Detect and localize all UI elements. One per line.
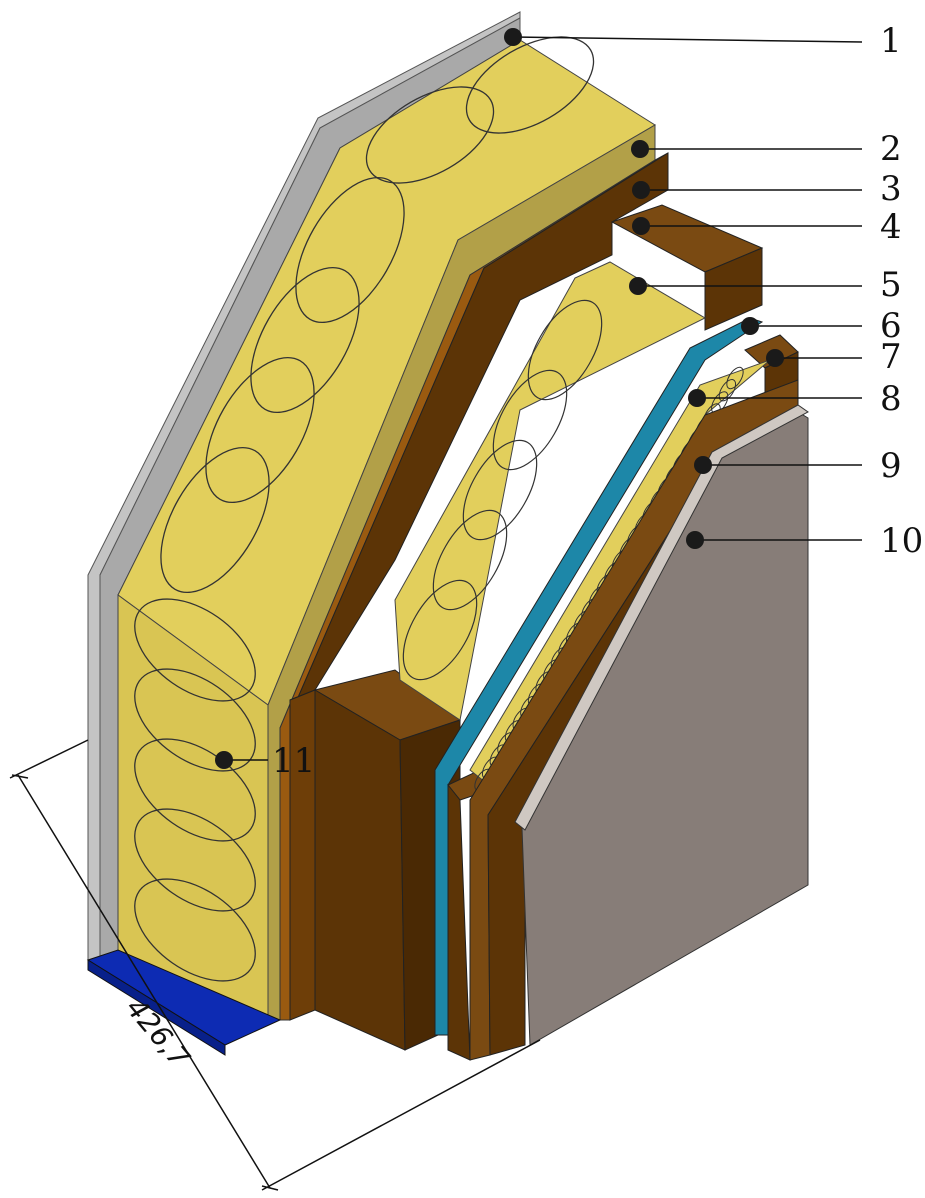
callout-number: 8 [880,379,902,419]
callout-4: 4 [632,207,902,247]
callout-3: 3 [632,169,902,209]
callout-10: 10 [686,521,923,561]
coil-loop [718,379,737,402]
callout-dot [766,349,784,367]
callout-dot [504,28,522,46]
callout-leader-line [512,36,863,43]
layer-vapour-barrier [434,317,764,1036]
callout-dot [694,456,712,474]
callout-number: 9 [880,446,902,486]
callout-dot [631,140,649,158]
callout-number: 3 [880,169,902,209]
callout-dot [688,389,706,407]
callout-number: 2 [880,129,902,169]
callout-8: 8 [688,379,902,419]
callout-dot [741,317,759,335]
callout-dot [215,751,233,769]
coil-loop [726,366,744,390]
callout-number: 4 [880,207,902,247]
layer-base-plate [86,949,282,1056]
callout-number: 6 [880,306,902,346]
callout-number: 5 [880,265,902,305]
callout-number: 11 [272,741,315,781]
callout-2: 2 [631,129,902,169]
callout-5: 5 [629,265,902,305]
dimension-line [9,739,541,1191]
callout-1: 1 [504,21,902,61]
callout-6: 6 [741,306,902,346]
callout-dot [632,217,650,235]
callout-number: 7 [880,337,902,377]
callout-dot [632,181,650,199]
callout-number: 10 [880,521,923,561]
callout-number: 1 [880,21,902,61]
callout-11: 11 [215,741,315,781]
callout-9: 9 [694,446,902,486]
callout-7: 7 [766,337,902,377]
layer-inner-insulation [394,261,707,721]
callout-dot [629,277,647,295]
callout-dot [686,531,704,549]
